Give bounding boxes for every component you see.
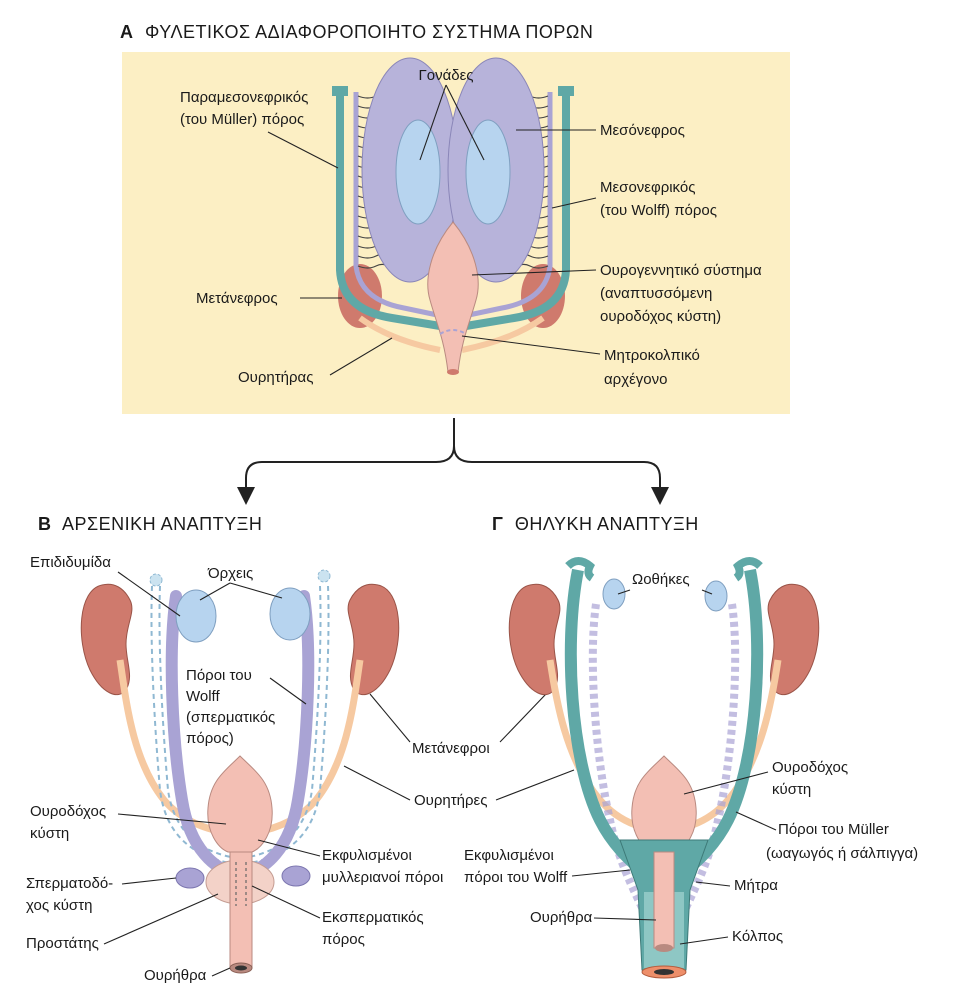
label-metanephros: Μετάνεφρος [196, 290, 278, 307]
label-uterovaginal-1: Μητροκολπικό [604, 347, 700, 364]
ovary-left [602, 578, 626, 610]
label-seminal-2: χος κύστη [26, 897, 92, 914]
label-urogenital-2: (αναπτυσσόμενη [600, 285, 712, 302]
label-ureters: Ουρητήρες [414, 792, 487, 809]
label-mesonephric-1: Μεσονεφρικός [600, 179, 695, 196]
paramesonephric-duct-right [465, 92, 570, 330]
ovary-right [704, 580, 728, 612]
panel-c-illustration [508, 557, 820, 979]
label-degen-wolff-1: Εκφυλισμένοι [464, 847, 554, 864]
label-uterovaginal-2: αρχέγονο [604, 371, 667, 388]
panel-a-title: Α ΦΥΛΕΤΙΚΟΣ ΑΔΙΑΦΟΡΟΠΟΙΗΤΟ ΣΥΣΤΗΜΑ ΠΟΡΩΝ [120, 22, 593, 42]
urethra-male [229, 851, 253, 969]
label-metanephroi: Μετάνεφροι [412, 740, 490, 757]
testis-right [269, 587, 311, 641]
panel-a-letter: Α [120, 22, 134, 42]
panel-a-labels: Γονάδες Παραμεσονεφρικός (του Müller) πό… [180, 67, 762, 388]
label-epididymis: Επιδιδυμίδα [30, 554, 111, 571]
label-prostate: Προστάτης [26, 935, 99, 952]
wolff-duct-right [238, 590, 315, 880]
panel-b-title-text: ΑΡΣΕΝΙΚΗ ΑΝΑΠΤΥΞΗ [62, 514, 262, 534]
label-seminal-1: Σπερματοδό- [26, 875, 113, 892]
panel-c-labels: Ωοθήκες Ουροδόχος κύστη Πόροι του Müller… [464, 571, 918, 945]
label-testes: Όρχεις [207, 565, 253, 582]
label-bladder-male-2: κύστη [30, 825, 69, 842]
panel-a-illustration [332, 57, 574, 375]
panel-c-title: Γ ΘΗΛΥΚΗ ΑΝΑΠΤΥΞΗ [492, 514, 699, 534]
label-urethra-female: Ουρήθρα [530, 909, 593, 926]
panel-b-title: Β ΑΡΣΕΝΙΚΗ ΑΝΑΠΤΥΞΗ [38, 514, 262, 534]
seminal-vesicle-left [175, 867, 205, 889]
mesonephric-duct-right [463, 92, 553, 319]
panel-c-title-text: ΘΗΛΥΚΗ ΑΝΑΠΤΥΞΗ [515, 514, 699, 534]
arrow-down-icon [237, 418, 455, 505]
arrow-down-icon [453, 445, 669, 505]
label-urogenital-1: Ουρογεννητικό σύστημα [600, 262, 762, 279]
degenerate-wolff-right [672, 603, 740, 932]
ureter-right-a [461, 315, 545, 353]
panel-b-illustration [80, 569, 400, 974]
bladder-male [207, 755, 273, 853]
label-ejaculatory-1: Εκσπερματικός [322, 909, 424, 926]
label-ovaries: Ωοθήκες [632, 571, 690, 588]
label-wolff-1: Πόροι του [186, 667, 252, 684]
gonad-left [395, 119, 441, 225]
svg-text:Α ΦΥΛΕΤΙΚΟΣ ΑΔΙΑΦΟΡΟΠΟΙΗ: Α ΦΥΛΕΤΙΚΟΣ ΑΔΙΑΦΟΡΟΠΟΙΗΤΟ ΣΥΣΤΗΜΑ ΠΟΡΩΝ [120, 22, 593, 42]
label-mesonephric-2: (του Wolff) πόρος [600, 202, 717, 219]
ureter-left-a [358, 315, 441, 353]
label-vagina: Κόλπος [732, 928, 783, 945]
urethra-female [653, 851, 675, 949]
label-bladder-female-1: Ουροδόχος [772, 759, 848, 776]
label-paramesonephric-2: (του Müller) πόρος [180, 111, 304, 128]
panel-b-labels: Επιδιδυμίδα Όρχεις Πόροι του Wolff (σπερ… [26, 554, 443, 984]
kidney-left-c [508, 583, 561, 695]
kidney-right-c [767, 583, 820, 695]
label-wolff-3: (σπερματικός [186, 709, 275, 726]
mesonephric-duct-left [353, 92, 443, 319]
label-degen-muller-2: μυλλεριανοί πόροι [322, 869, 443, 886]
label-ureter: Ουρητήρας [238, 369, 313, 386]
label-urethra-male: Ουρήθρα [144, 967, 207, 984]
label-bladder-male-1: Ουροδόχος [30, 803, 106, 820]
label-mesonephros: Μεσόνεφρος [600, 122, 685, 139]
testis-left [175, 589, 217, 643]
branch-connector [237, 418, 669, 505]
label-wolff-2: Wolff [186, 688, 220, 705]
label-uterus: Μήτρα [734, 877, 778, 894]
panel-c-letter: Γ [492, 514, 503, 534]
shared-labels: Μετάνεφροι Ουρητήρες [343, 693, 575, 809]
panel-a-title-text: ΦΥΛΕΤΙΚΟΣ ΑΔΙΑΦΟΡΟΠΟΙΗΤΟ ΣΥΣΤΗΜΑ ΠΟΡΩΝ [145, 22, 593, 42]
label-muller-2: (ωαγωγός ή σάλπιγγα) [766, 845, 918, 862]
label-degen-wolff-2: πόροι του Wolff [464, 869, 568, 886]
svg-text:Β ΑΡΣΕΝΙΚΗ ΑΝΑΠΤΥΞΗ: Β ΑΡΣΕΝΙΚΗ ΑΝΑΠΤΥΞΗ [38, 514, 262, 534]
label-gonads: Γονάδες [418, 67, 473, 84]
label-paramesonephric-1: Παραμεσονεφρικός [180, 89, 308, 106]
seminal-vesicle-right [281, 865, 311, 887]
degenerate-wolff-left [588, 603, 656, 932]
svg-text:Γ ΘΗΛΥΚΗ ΑΝΑΠΤΥΞΗ: Γ ΘΗΛΥΚΗ ΑΝΑΠΤΥΞΗ [492, 514, 699, 534]
panel-b-letter: Β [38, 514, 52, 534]
gonad-right [465, 119, 511, 225]
label-bladder-female-2: κύστη [772, 781, 811, 798]
label-urogenital-3: ουροδόχος κύστη) [600, 308, 721, 325]
label-degen-muller-1: Εκφυλισμένοι [322, 847, 412, 864]
label-muller-1: Πόροι του Müller [778, 821, 889, 838]
bladder-female [631, 755, 697, 853]
wolff-duct-left [165, 590, 242, 880]
label-ejaculatory-2: πόρος [322, 931, 365, 948]
paramesonephric-duct-left [336, 92, 441, 330]
label-wolff-4: πόρος) [186, 730, 234, 747]
